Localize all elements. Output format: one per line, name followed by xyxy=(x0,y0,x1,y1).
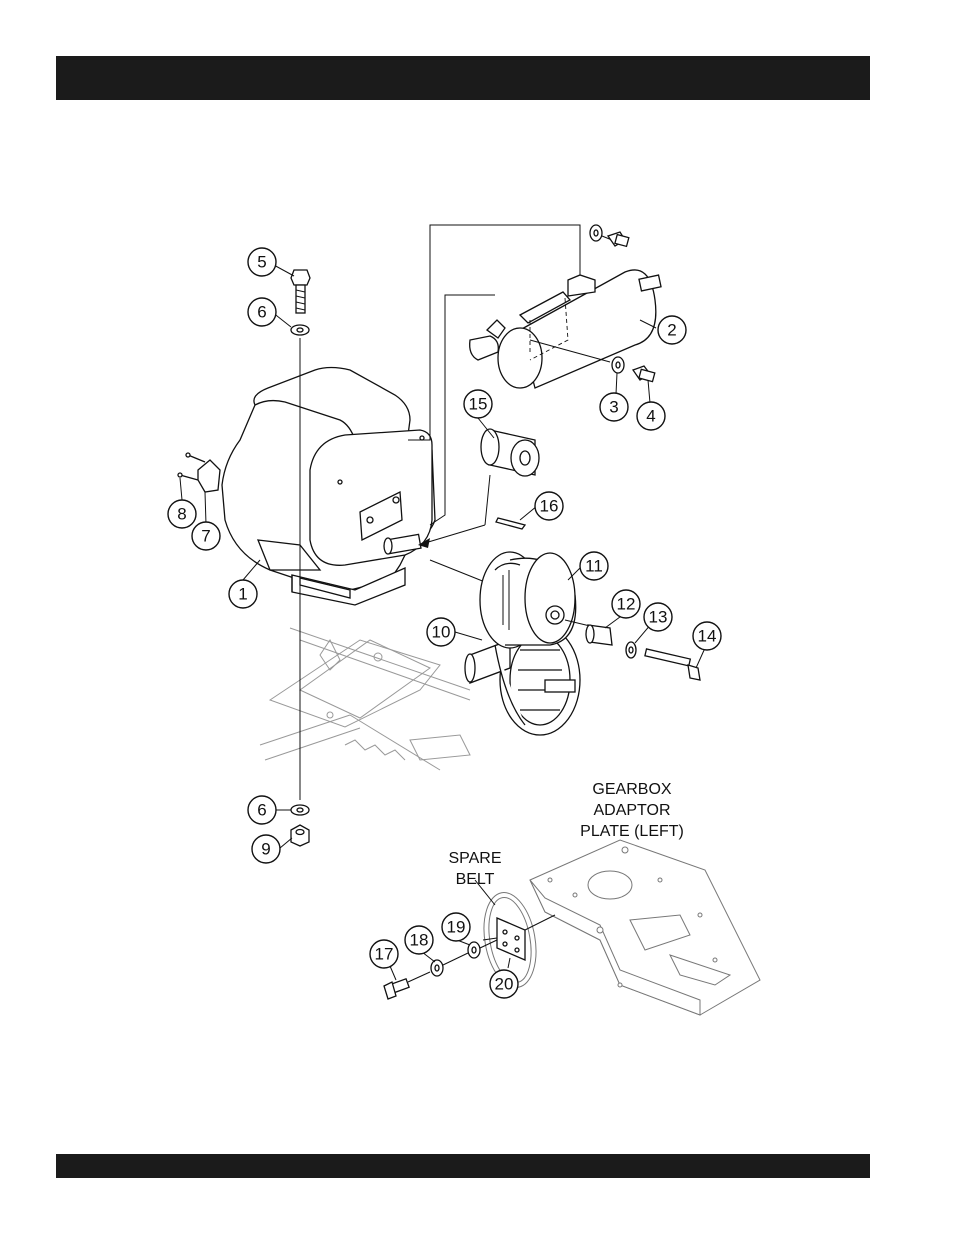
callout-14-number: 14 xyxy=(698,627,717,646)
callout-20-number: 20 xyxy=(495,975,514,994)
callout-6-bottom: 6 xyxy=(248,796,276,824)
callout-6-top: 6 xyxy=(248,298,276,326)
muffler xyxy=(408,225,661,525)
callout-16-number: 16 xyxy=(540,497,559,516)
callout-3-number: 3 xyxy=(609,398,618,417)
callout-8-number: 8 xyxy=(177,505,186,524)
callout-11: 11 xyxy=(580,552,608,580)
plate-fastener-set xyxy=(384,940,497,999)
spare-belt-label: SPARE BELT xyxy=(448,850,501,888)
callout-5: 5 xyxy=(248,248,276,276)
callout-14: 14 xyxy=(693,622,721,650)
gearbox-plate-label: GEARBOX ADAPTOR PLATE (LEFT) xyxy=(580,781,684,840)
callout-9: 9 xyxy=(252,835,280,863)
gearbox-plate-label-line-2: ADAPTOR xyxy=(593,802,670,819)
pulley-bolt-set xyxy=(565,620,700,680)
callout-8: 8 xyxy=(168,500,196,528)
spare-belt-label-line-2: BELT xyxy=(456,871,495,888)
callout-17: 17 xyxy=(370,940,398,968)
callout-18-number: 18 xyxy=(410,931,429,950)
callout-6-bottom-number: 6 xyxy=(257,801,266,820)
callout-2: 2 xyxy=(658,316,686,344)
gearbox-plate-label-line-1: GEARBOX xyxy=(592,781,671,798)
callout-12-number: 12 xyxy=(617,595,636,614)
callout-10: 10 xyxy=(427,618,455,646)
callout-9-number: 9 xyxy=(261,840,270,859)
callout-6-top-number: 6 xyxy=(257,303,266,322)
callout-1: 1 xyxy=(229,580,257,608)
callout-11-number: 11 xyxy=(585,557,603,576)
clutch-assembly xyxy=(465,552,580,735)
callout-4-number: 4 xyxy=(646,407,655,426)
callout-17-number: 17 xyxy=(375,945,394,964)
callout-20: 20 xyxy=(490,970,518,998)
callout-19-number: 19 xyxy=(447,918,466,937)
gearbox-plate-label-line-3: PLATE (LEFT) xyxy=(580,823,684,840)
engine xyxy=(222,368,435,606)
callout-7: 7 xyxy=(192,522,220,550)
callout-18: 18 xyxy=(405,926,433,954)
callout-2-number: 2 xyxy=(667,321,676,340)
callout-7-number: 7 xyxy=(201,527,210,546)
callout-12: 12 xyxy=(612,590,640,618)
callout-19: 19 xyxy=(442,913,470,941)
callout-5-number: 5 xyxy=(257,253,266,272)
callout-1-number: 1 xyxy=(238,585,247,604)
gearbox-adaptor-plate xyxy=(530,840,760,1015)
callout-4: 4 xyxy=(637,402,665,430)
spare-belt-label-line-1: SPARE xyxy=(448,850,501,867)
callout-15: 15 xyxy=(464,390,492,418)
callout-13-number: 13 xyxy=(649,608,668,627)
callout-15-number: 15 xyxy=(469,395,488,414)
callout-13: 13 xyxy=(644,603,672,631)
bracket-part xyxy=(178,453,220,492)
callout-16: 16 xyxy=(535,492,563,520)
callout-3: 3 xyxy=(600,393,628,421)
callout-10-number: 10 xyxy=(432,623,451,642)
frame-ghost xyxy=(260,628,470,770)
